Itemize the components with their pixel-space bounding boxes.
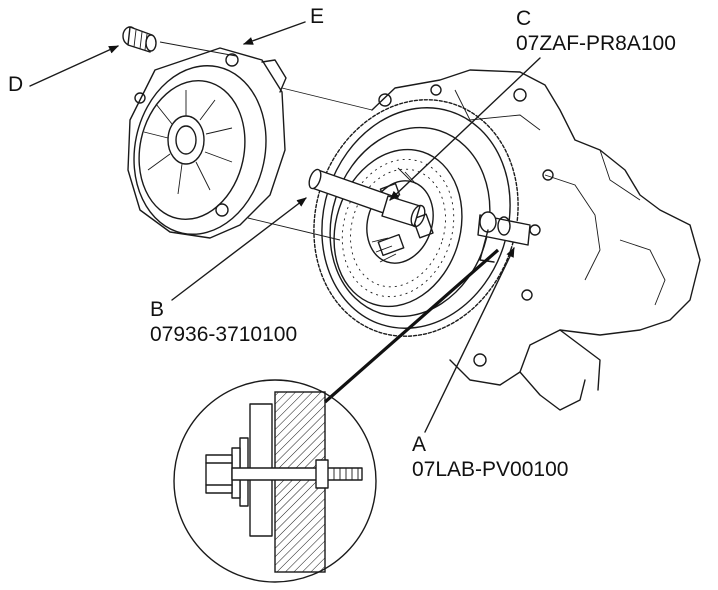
callout-a-part-number: 07LAB-PV00100 (412, 458, 569, 481)
leader-d (29, 45, 119, 87)
flywheel-holder-tool (477, 211, 531, 263)
callout-b-part-number: 07936-3710100 (150, 323, 298, 346)
leader-b (171, 197, 307, 301)
leader-a (424, 247, 515, 433)
callout-d-letter: D (8, 73, 24, 96)
pressure-plate (127, 47, 287, 239)
callout-e-letter: E (310, 5, 325, 28)
callout-c-part-number: 07ZAF-PR8A100 (516, 32, 676, 55)
detail-connector (323, 248, 500, 404)
leader-c (389, 57, 541, 201)
alignment-line (159, 41, 237, 57)
pressure-plate-bolt (122, 26, 157, 53)
alignment-line (247, 217, 341, 241)
detail-view (173, 379, 377, 583)
engine-block (371, 69, 701, 411)
callout-b-letter: B (150, 298, 165, 321)
leader-e (243, 21, 306, 45)
alignment-line (281, 87, 373, 111)
clutch-disc (333, 148, 463, 308)
alignment-shaft (308, 168, 426, 228)
callout-c-letter: C (516, 7, 532, 30)
callout-a-letter: A (412, 433, 427, 456)
